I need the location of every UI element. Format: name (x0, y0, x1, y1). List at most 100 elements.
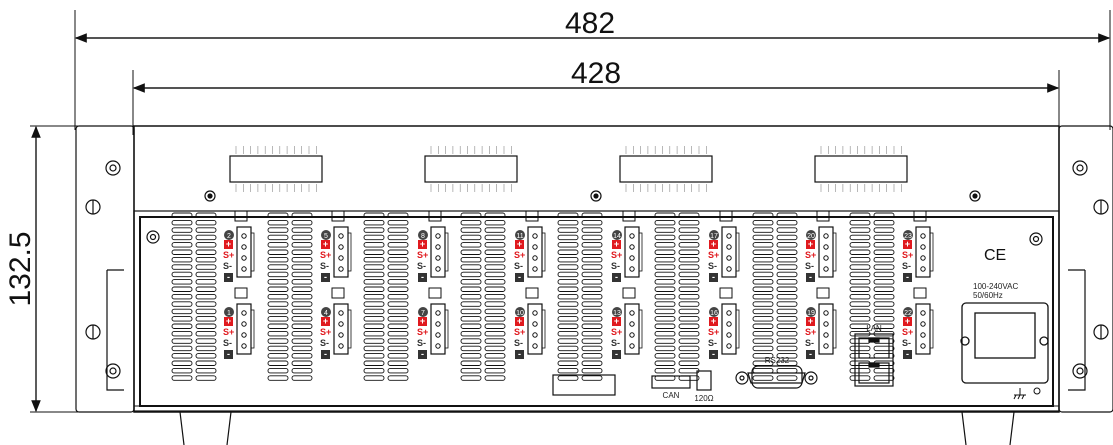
power-rating-line2: 50/60Hz (973, 291, 1003, 300)
terminal-sign: S- (223, 261, 232, 271)
terminal-sign: + (711, 239, 716, 249)
iec-power-inlet (960, 302, 1049, 384)
vent-stack (752, 212, 798, 381)
terminal-sign: S- (708, 338, 717, 348)
terminal-sign: S- (223, 338, 232, 348)
terminal-sign: S+ (708, 250, 719, 260)
channel-block: 14+S+S-- (611, 210, 643, 282)
channel-number-badge (806, 307, 816, 317)
top-connector-module (619, 146, 713, 192)
terminal-sign: S- (514, 338, 523, 348)
channel-number: 4 (324, 310, 328, 317)
chassis (133, 125, 1060, 413)
channel-block: 8+S+S-- (417, 210, 449, 282)
terminal-sign: - (615, 272, 618, 282)
channel-number: 2 (227, 233, 231, 240)
right-rack-ear (1058, 125, 1113, 413)
terminal-sign: S- (611, 338, 620, 348)
terminal-sign: S+ (223, 250, 234, 260)
terminal-sign: S+ (514, 327, 525, 337)
terminal-sign: S+ (320, 250, 331, 260)
terminal-sign: + (226, 316, 231, 326)
channel-number-badge (321, 307, 331, 317)
channel-block: 19+S+S-- (805, 287, 837, 359)
terminal-sign: S+ (417, 250, 428, 260)
channel-number-badge (903, 230, 913, 240)
panel-width-label: 428 (571, 57, 621, 90)
terminal-sign: + (711, 316, 716, 326)
terminal-sign: S+ (320, 327, 331, 337)
vent-stack (460, 212, 506, 381)
channel-block: 7+S+S-- (417, 287, 449, 359)
top-screws (146, 190, 1043, 246)
terminal-sign: S+ (611, 327, 622, 337)
channel-number: 14 (613, 233, 621, 240)
terminal-sign: S- (805, 338, 814, 348)
channel-block: 5+S+S-- (320, 210, 352, 282)
channel-block: 1+S+S-- (223, 287, 255, 359)
channel-number: 16 (710, 310, 718, 317)
terminal-block (527, 226, 543, 278)
channel-number-badge (224, 307, 234, 317)
terminal-sign: - (809, 272, 812, 282)
channel-blocks: 2+S+S--5+S+S--8+S+S--11+S+S--14+S+S--17+… (223, 210, 934, 359)
terminal-block (915, 226, 931, 278)
lan-ports (854, 333, 894, 387)
terminal-sign: S- (902, 261, 911, 271)
channel-number: 23 (904, 233, 912, 240)
channel-block: 16+S+S-- (708, 287, 740, 359)
terminal-sign: S- (611, 261, 620, 271)
terminal-block (236, 303, 252, 355)
terminal-sign: S+ (223, 327, 234, 337)
terminal-sign: + (420, 239, 425, 249)
terminal-sign: + (905, 239, 910, 249)
terminal-sign: S- (320, 338, 329, 348)
power-section: CE 100-240VAC 50/60Hz (960, 247, 1049, 400)
feet (179, 411, 1015, 445)
terminal-sign: - (809, 349, 812, 359)
terminal-sign: S+ (514, 250, 525, 260)
terminal-sign: - (906, 349, 909, 359)
channel-number: 7 (421, 310, 425, 317)
channel-number-badge (709, 307, 719, 317)
channel-number-badge (612, 230, 622, 240)
terminal-sign: S+ (902, 250, 913, 260)
height-label: 132.5 (4, 231, 37, 306)
rs232-label: RS232 (765, 356, 790, 365)
terminal-sign: S+ (805, 327, 816, 337)
terminal-sign: S+ (708, 327, 719, 337)
terminal-block (624, 226, 640, 278)
terminal-block (430, 226, 446, 278)
terminal-sign: S- (708, 261, 717, 271)
terminal-block (721, 303, 737, 355)
terminal-block (527, 303, 543, 355)
terminal-block (915, 303, 931, 355)
terminal-sign: S- (417, 338, 426, 348)
channel-block: 22+S+S-- (902, 287, 934, 359)
terminal-sign: + (517, 316, 522, 326)
channel-block: 10+S+S-- (514, 287, 546, 359)
terminal-block (624, 303, 640, 355)
channel-number: 20 (807, 233, 815, 240)
terminal-sign: S+ (611, 250, 622, 260)
rs232-port (735, 365, 818, 389)
terminal-sign: - (421, 349, 424, 359)
channel-block: 23+S+S-- (902, 210, 934, 282)
aux-terminal-block (552, 374, 616, 396)
terminal-sign: - (227, 349, 230, 359)
channel-number: 5 (324, 233, 328, 240)
terminal-sign: - (227, 272, 230, 282)
top-connector-module (814, 146, 908, 192)
dimension-132-5: 132.5 (4, 125, 80, 413)
channel-block: 13+S+S-- (611, 287, 643, 359)
termination-switch (696, 370, 712, 391)
channel-number-badge (224, 230, 234, 240)
terminal-sign: + (614, 316, 619, 326)
terminal-sign: S+ (417, 327, 428, 337)
channel-number-badge (806, 230, 816, 240)
channel-block: 20+S+S-- (805, 210, 837, 282)
termination-label: 120Ω (694, 394, 713, 403)
channel-number-badge (418, 230, 428, 240)
can-connector (651, 375, 691, 389)
left-rack-ear (75, 125, 135, 413)
